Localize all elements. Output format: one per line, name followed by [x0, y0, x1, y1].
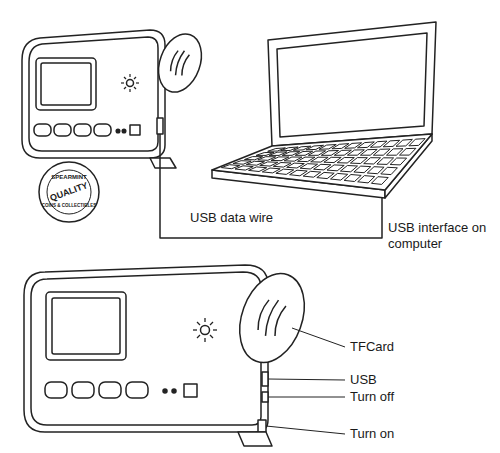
keyboard-key [390, 158, 407, 165]
clock-camera-bottom [24, 265, 345, 446]
part-label: USB [350, 372, 377, 388]
keyboard-key [371, 177, 388, 185]
clock-camera-top [22, 28, 209, 168]
part-label: Turn on [350, 426, 394, 442]
keyboard-key [409, 139, 425, 146]
stamp-logo [39, 162, 99, 222]
part-label: TFCard [350, 339, 394, 355]
part-label: Turn off [350, 389, 394, 405]
keyboard-key [381, 167, 398, 174]
stamp-text: COINS & COLLECTIBLES [42, 203, 97, 208]
keyboard-key [400, 148, 416, 155]
keyboard-key [358, 176, 375, 183]
wire-label: USB data wire [190, 210, 273, 226]
port-label: USB interface on computer [388, 220, 496, 251]
laptop [212, 22, 436, 198]
